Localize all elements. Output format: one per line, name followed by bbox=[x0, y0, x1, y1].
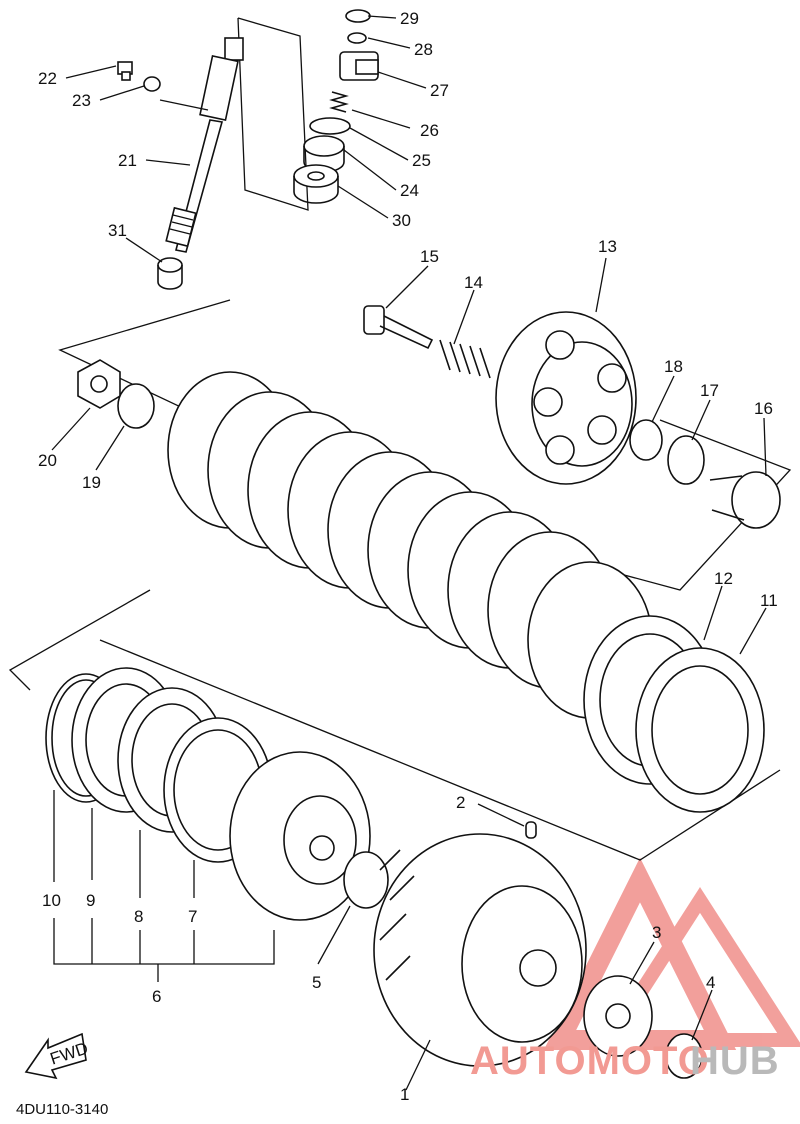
push-rod-assembly bbox=[165, 37, 244, 253]
seal-30 bbox=[293, 164, 339, 204]
lever-27 bbox=[339, 51, 379, 81]
washer-25 bbox=[309, 117, 351, 135]
part-label-21: 21 bbox=[118, 151, 137, 170]
part-label-29: 29 bbox=[400, 9, 419, 28]
nut-20 bbox=[77, 359, 121, 409]
push-rod-16 bbox=[709, 471, 781, 529]
pin-2 bbox=[525, 821, 537, 839]
part-label-3: 3 bbox=[652, 923, 661, 942]
clutch-plate-11 bbox=[635, 647, 765, 813]
part-label-4: 4 bbox=[706, 973, 715, 992]
thrust-washer-5 bbox=[343, 851, 389, 909]
part-label-10: 10 bbox=[42, 891, 61, 910]
part-label-13: 13 bbox=[598, 237, 617, 256]
watermark-text-a: AUTOMOTO bbox=[470, 1039, 710, 1083]
part-label-14: 14 bbox=[464, 273, 483, 292]
watermark-text-b: HUB bbox=[690, 1039, 780, 1083]
watermark-text: AUTOMOTO HUB bbox=[470, 1039, 780, 1083]
part-label-1: 1 bbox=[400, 1085, 409, 1104]
primary-driven-gear-6 bbox=[45, 667, 371, 921]
circlip-4 bbox=[665, 1033, 703, 1079]
part-label-12: 12 bbox=[714, 569, 733, 588]
bolt-15 bbox=[363, 305, 434, 350]
spring-26 bbox=[329, 91, 349, 113]
part-label-11: 11 bbox=[760, 591, 778, 610]
part-label-26: 26 bbox=[420, 121, 439, 140]
part-label-16: 16 bbox=[754, 399, 773, 418]
part-label-24: 24 bbox=[400, 181, 419, 200]
bolt-22 bbox=[117, 61, 133, 81]
pressure-plate-13 bbox=[495, 311, 637, 485]
part-label-8: 8 bbox=[134, 907, 143, 926]
part-label-27: 27 bbox=[430, 81, 449, 100]
part-label-9: 9 bbox=[86, 891, 95, 910]
clutch-housing-1 bbox=[373, 833, 587, 1067]
washer-18 bbox=[629, 419, 663, 461]
part-label-18: 18 bbox=[664, 357, 683, 376]
part-label-5: 5 bbox=[312, 973, 321, 992]
part-label-19: 19 bbox=[82, 473, 101, 492]
washer-28 bbox=[347, 32, 367, 44]
direction-marker: FWD bbox=[24, 1032, 90, 1080]
diagram-code: 4DU110-3140 bbox=[16, 1101, 108, 1118]
spring-14 bbox=[439, 339, 491, 379]
nut-29 bbox=[345, 9, 371, 23]
part-label-25: 25 bbox=[412, 151, 431, 170]
clutch-plate-stack bbox=[167, 371, 765, 813]
leader-lines bbox=[51, 15, 767, 1091]
part-label-6: 6 bbox=[152, 987, 161, 1006]
gear-3 bbox=[583, 975, 653, 1057]
part-labels: 29 28 27 26 25 24 30 22 23 21 31 15 14 1… bbox=[38, 9, 778, 1104]
washer-23 bbox=[143, 76, 161, 92]
part-label-20: 20 bbox=[38, 451, 57, 470]
part-label-31: 31 bbox=[108, 221, 127, 240]
part-label-17: 17 bbox=[700, 381, 719, 400]
collar-31 bbox=[157, 257, 183, 290]
part-label-23: 23 bbox=[72, 91, 91, 110]
part-label-22: 22 bbox=[38, 69, 57, 88]
part-label-30: 30 bbox=[392, 211, 411, 230]
part-label-15: 15 bbox=[420, 247, 439, 266]
bearing-17 bbox=[667, 435, 705, 485]
part-label-28: 28 bbox=[414, 40, 433, 59]
part-label-7: 7 bbox=[188, 907, 197, 926]
lock-washer-19 bbox=[117, 383, 155, 429]
part-label-2: 2 bbox=[456, 793, 465, 812]
